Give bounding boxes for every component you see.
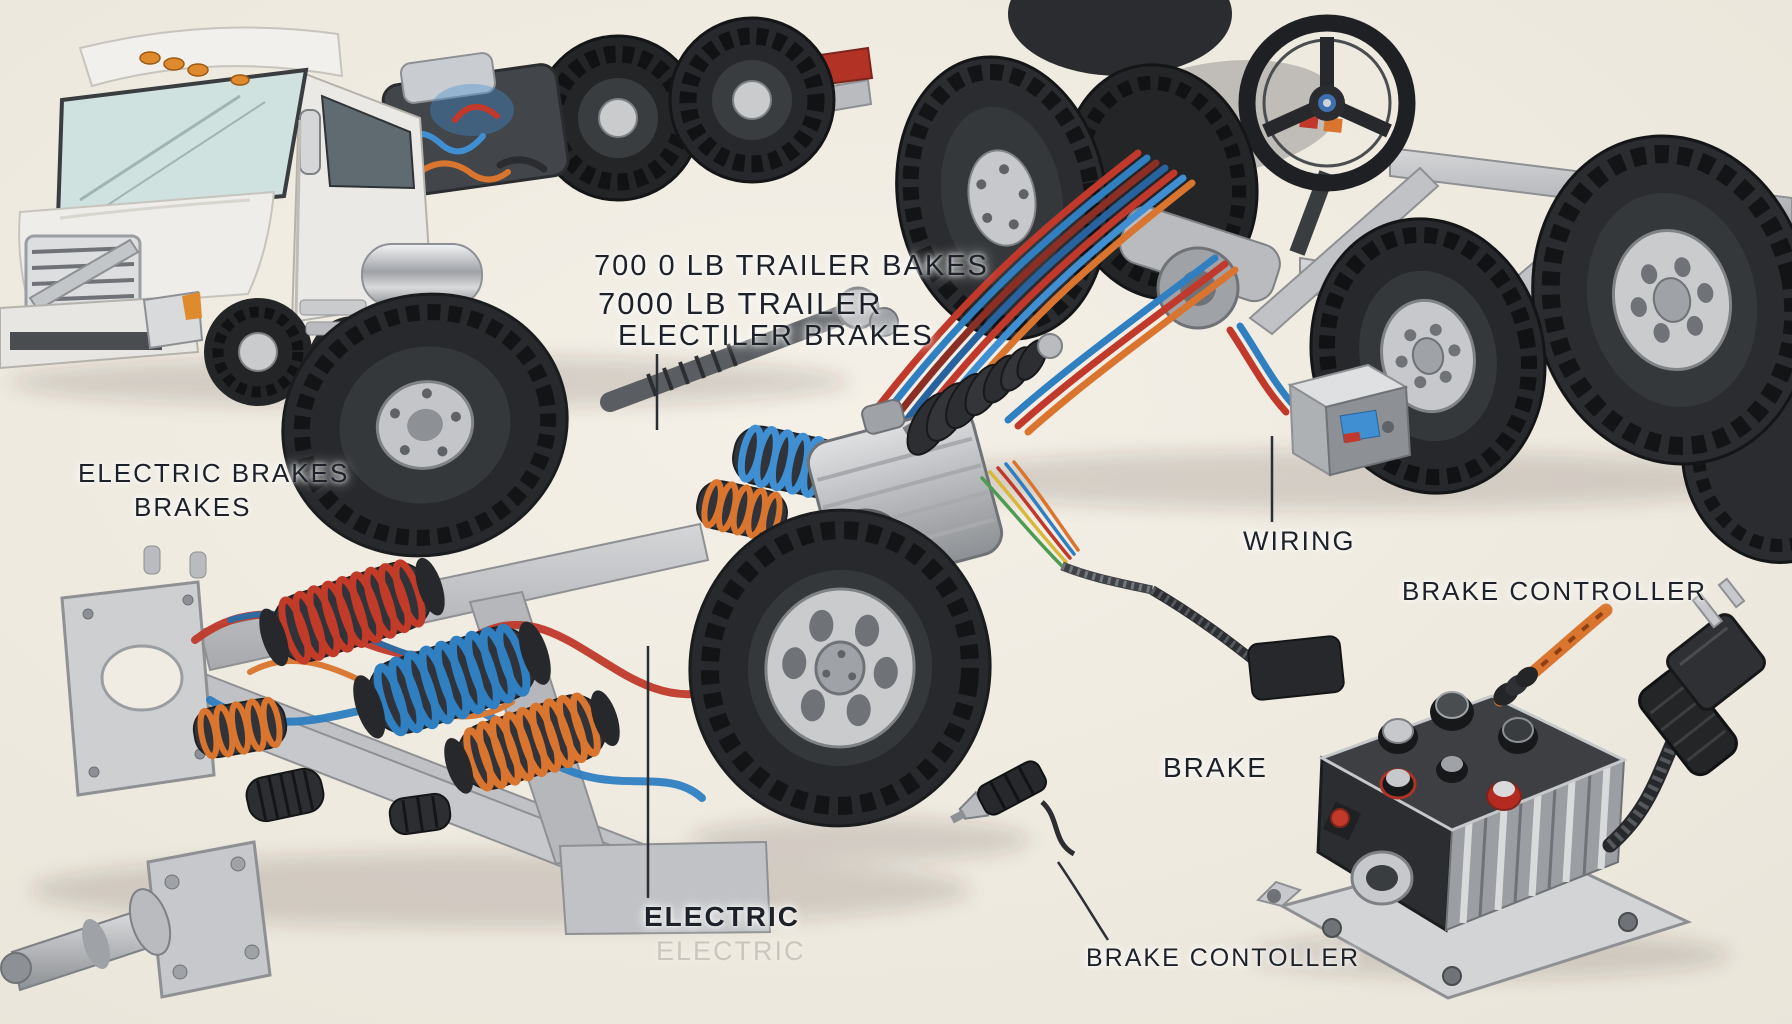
rubber-bellows xyxy=(902,333,1063,456)
tractor-truck xyxy=(0,16,874,408)
plug-prongs xyxy=(1691,577,1746,629)
label-trailer-brakes-line1: 7000 LB TRAILER xyxy=(598,286,883,321)
brake-coil-orange xyxy=(444,690,620,794)
truck-mirror xyxy=(299,109,321,175)
small-connector-plug xyxy=(950,760,1076,857)
truck-engine-assembly xyxy=(381,52,570,198)
axle-spindle xyxy=(0,840,272,999)
label-trailer-brakes-line2: ELECTILER BRAKES xyxy=(618,320,934,352)
truck-cab xyxy=(0,26,483,408)
trailer-tire-lower xyxy=(688,508,992,828)
brake-chambers xyxy=(245,767,452,836)
connector-wire-fan xyxy=(980,460,1080,568)
brake-coil-small-orange xyxy=(192,696,288,760)
brake-coil-red xyxy=(259,557,445,667)
left-chassis xyxy=(0,286,1063,999)
roof-marker-lights xyxy=(139,51,250,86)
label-brake: BRAKE xyxy=(1163,752,1268,783)
label-trailer-brakes-title: 700 0 LB TRAILER BAKES xyxy=(594,250,989,282)
truck-headlight xyxy=(142,290,204,350)
steering-wheel xyxy=(1238,14,1416,256)
brake-coil-blue xyxy=(353,621,551,739)
controller-fins xyxy=(1459,766,1611,924)
trailer-frame xyxy=(0,522,772,999)
leader-brake-contoller xyxy=(1056,861,1110,941)
truck-windshield xyxy=(55,67,309,221)
brake-controller-unit xyxy=(1316,691,1628,933)
truck-grille xyxy=(24,234,142,336)
cab-roof xyxy=(78,26,344,88)
power-cable-orange xyxy=(1493,603,1613,707)
tire-top-partial xyxy=(1008,0,1232,76)
frame-plate xyxy=(60,545,216,797)
mid-coil-orange xyxy=(696,479,788,541)
label-electric: ELECTRIC xyxy=(644,901,800,932)
label-wiring: WIRING xyxy=(1243,526,1356,556)
cab-side-window xyxy=(320,94,416,190)
brake-controller-assembly xyxy=(950,460,1766,1000)
label-brake-contoller: BRAKE CONTOLLER xyxy=(1086,944,1361,972)
controller-knobs xyxy=(1378,691,1538,811)
right-chassis xyxy=(874,0,1792,564)
relay-module xyxy=(1247,635,1345,701)
leader-lines xyxy=(646,354,1274,941)
label-brake-controller: BRAKE CONTROLLER xyxy=(1402,576,1708,606)
rear-tandem-tires xyxy=(1309,134,1792,564)
trailer-tire-upper xyxy=(281,292,569,558)
truck-tandem-wheels xyxy=(534,16,836,202)
label-electric-ghost: ELECTRIC xyxy=(656,936,806,966)
drive-shaft xyxy=(600,286,899,412)
label-electric-brakes-line1: ELECTRIC BRAKES xyxy=(78,458,350,488)
controller-red-button xyxy=(1330,808,1350,828)
power-plug xyxy=(1602,577,1766,853)
junction-box xyxy=(1287,363,1412,477)
label-electric-brakes-line2: BRAKES xyxy=(134,492,252,522)
